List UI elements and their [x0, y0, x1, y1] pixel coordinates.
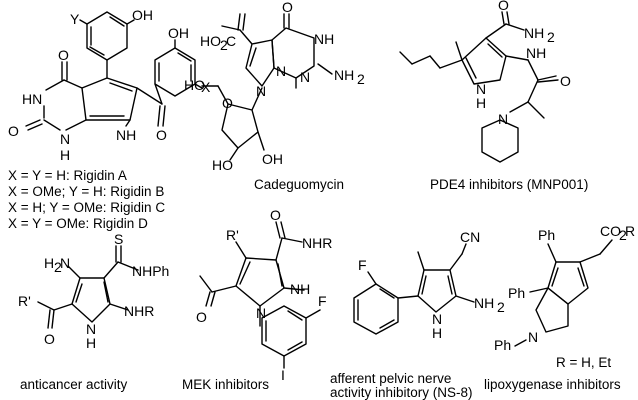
rigidin-atom-OH-right: OH [168, 25, 189, 41]
anticancer-atom-R-prime: R' [18, 293, 31, 309]
pde4-structure: O NH 2 NH N H O N PDE4 inhibitors (MNP00… [399, 0, 588, 192]
lipoxygenase-R-note: R = H, Et [556, 355, 611, 370]
rigidin-structure: Y OH OH X O HN O N H O NH X = Y = H: Rig… [8, 7, 211, 231]
rigidin-atom-O-ketone: O [156, 127, 167, 143]
lipoxygenase-atom-Ph-top: Ph [538, 227, 555, 243]
cadeguomycin-atom-NH-ring: NH [314, 31, 334, 47]
rigidin-atom-N-bottom: N [60, 131, 70, 147]
rigidin-atom-HN: HN [22, 91, 42, 107]
anticancer-atom-N: N [86, 321, 96, 337]
rigidin-atom-O-left: O [8, 123, 19, 139]
mek-atom-NH: NH [290, 281, 310, 297]
cadeguomycin-atom-NH2-subscript: 2 [357, 71, 365, 87]
rigidin-caption-line-1: X = Y = H: Rigidin A [8, 168, 127, 183]
cadeguomycin-atom-HO-acid: HO [200, 33, 221, 49]
mek-caption: MEK inhibitors [182, 377, 269, 392]
rigidin-caption-line-2: X = OMe; Y = H: Rigidin B [8, 184, 164, 199]
ns8-caption-line-1: afferent pelvic nerve [330, 371, 451, 386]
ns8-atom-CN: CN [460, 229, 480, 245]
ns8-atom-NH2-subscript: 2 [497, 299, 505, 315]
pde4-atom-N-pyrrole: N [476, 81, 486, 97]
lipoxygenase-atom-Ph-left: Ph [508, 285, 525, 301]
pde4-atom-NH-linker: NH [526, 45, 546, 61]
mek-atom-R-prime: R' [226, 227, 239, 243]
ns8-atom-N-pyrrole: N [432, 311, 442, 327]
pde4-atom-O-amide: O [498, 0, 509, 13]
anticancer-atom-S: S [114, 231, 123, 247]
cadeguomycin-atom-N-ring-2: N [276, 63, 286, 79]
mek-atom-N-pyrrole: N [256, 305, 266, 321]
cadeguomycin-atom-subscript-2: 2 [220, 37, 228, 53]
anticancer-atom-H2N-H: H [44, 255, 54, 271]
lipoxygenase-caption: lipoxygenase inhibitors [484, 377, 621, 392]
lipoxygenase-atom-CO2R-subscript: 2 [619, 227, 627, 243]
anticancer-caption: anticancer activity [20, 377, 128, 392]
anticancer-atom-NHPh: NHPh [132, 263, 169, 279]
lipoxygenase-atom-CO2R-C: CO [600, 223, 621, 239]
cadeguomycin-atom-N-glycosidic: N [256, 83, 266, 99]
lipoxygenase-atom-Ph-bottom: Ph [494, 337, 511, 353]
lipoxygenase-atom-CO2R-R: R [625, 223, 635, 239]
rigidin-atom-Y: Y [70, 11, 80, 27]
anticancer-atom-NHR: NHR [124, 303, 154, 319]
mek-atom-I: I [281, 367, 285, 383]
pde4-atom-N-piperidine: N [498, 111, 508, 127]
anticancer-atom-O: O [44, 331, 55, 347]
rigidin-atom-OH-top: OH [132, 7, 153, 23]
cadeguomycin-structure: HO 2 C O NH NH 2 N N N O HO HO OH Cadegu… [184, 0, 365, 192]
anticancer-atom-H: H [86, 335, 96, 351]
mek-atom-F: F [318, 293, 327, 309]
ns8-atom-F: F [358, 257, 367, 273]
ns8-caption-line-2: activity inhibitory (NS-8) [330, 385, 473, 400]
cadeguomycin-caption: Cadeguomycin [254, 177, 344, 192]
lipoxygenase-atom-N: N [528, 329, 538, 345]
pde4-atom-NH2: NH [524, 25, 544, 41]
cadeguomycin-atom-O-keto: O [282, 0, 293, 15]
rigidin-caption-line-4: X = Y = OMe: Rigidin D [8, 216, 148, 231]
mek-structure: R' O NHR NH F O N I MEK inhibitors [182, 207, 332, 392]
anticancer-atom-H2N-subscript: 2 [54, 259, 62, 275]
pde4-atom-NH2-subscript: 2 [547, 29, 555, 45]
rigidin-caption-line-3: X = H; Y = OMe: Rigidin C [8, 200, 165, 215]
cadeguomycin-atom-OH-right: OH [262, 151, 283, 167]
cadeguomycin-atom-HO-primary: HO [184, 77, 205, 93]
rigidin-atom-O-top: O [58, 47, 69, 63]
cadeguomycin-atom-N-ring-1: N [300, 69, 310, 85]
ns8-atom-H-pyrrole: H [432, 325, 442, 341]
cadeguomycin-atom-NH2: NH [334, 67, 354, 83]
cadeguomycin-atom-C: C [226, 33, 236, 49]
anticancer-atom-H2N-N: N [60, 255, 70, 271]
lipoxygenase-structure: Ph CO 2 R Ph N Ph R = H, Et lipoxygenase… [484, 223, 635, 392]
rigidin-atom-NH: NH [116, 127, 136, 143]
rigidin-atom-H-bottom: H [60, 147, 70, 163]
mek-atom-NHR: NHR [302, 235, 332, 251]
rigidin-atom-X: X [201, 79, 211, 95]
mek-atom-O-amide: O [270, 207, 281, 223]
anticancer-structure: H 2 N S NHPh R' NHR O N H anticancer act… [18, 231, 169, 392]
mek-atom-O-acetyl: O [196, 309, 207, 325]
ns8-atom-NH2: NH [474, 295, 494, 311]
pde4-atom-H-pyrrole: H [476, 95, 486, 111]
cadeguomycin-atom-O-sugar: O [222, 95, 233, 111]
pde4-atom-O-carbonyl: O [560, 73, 571, 89]
cadeguomycin-atom-HO-left: HO [212, 157, 233, 173]
pde4-caption: PDE4 inhibitors (MNP001) [430, 177, 588, 192]
ns8-structure: F CN NH 2 N H afferent pelvic nerve acti… [330, 229, 505, 400]
